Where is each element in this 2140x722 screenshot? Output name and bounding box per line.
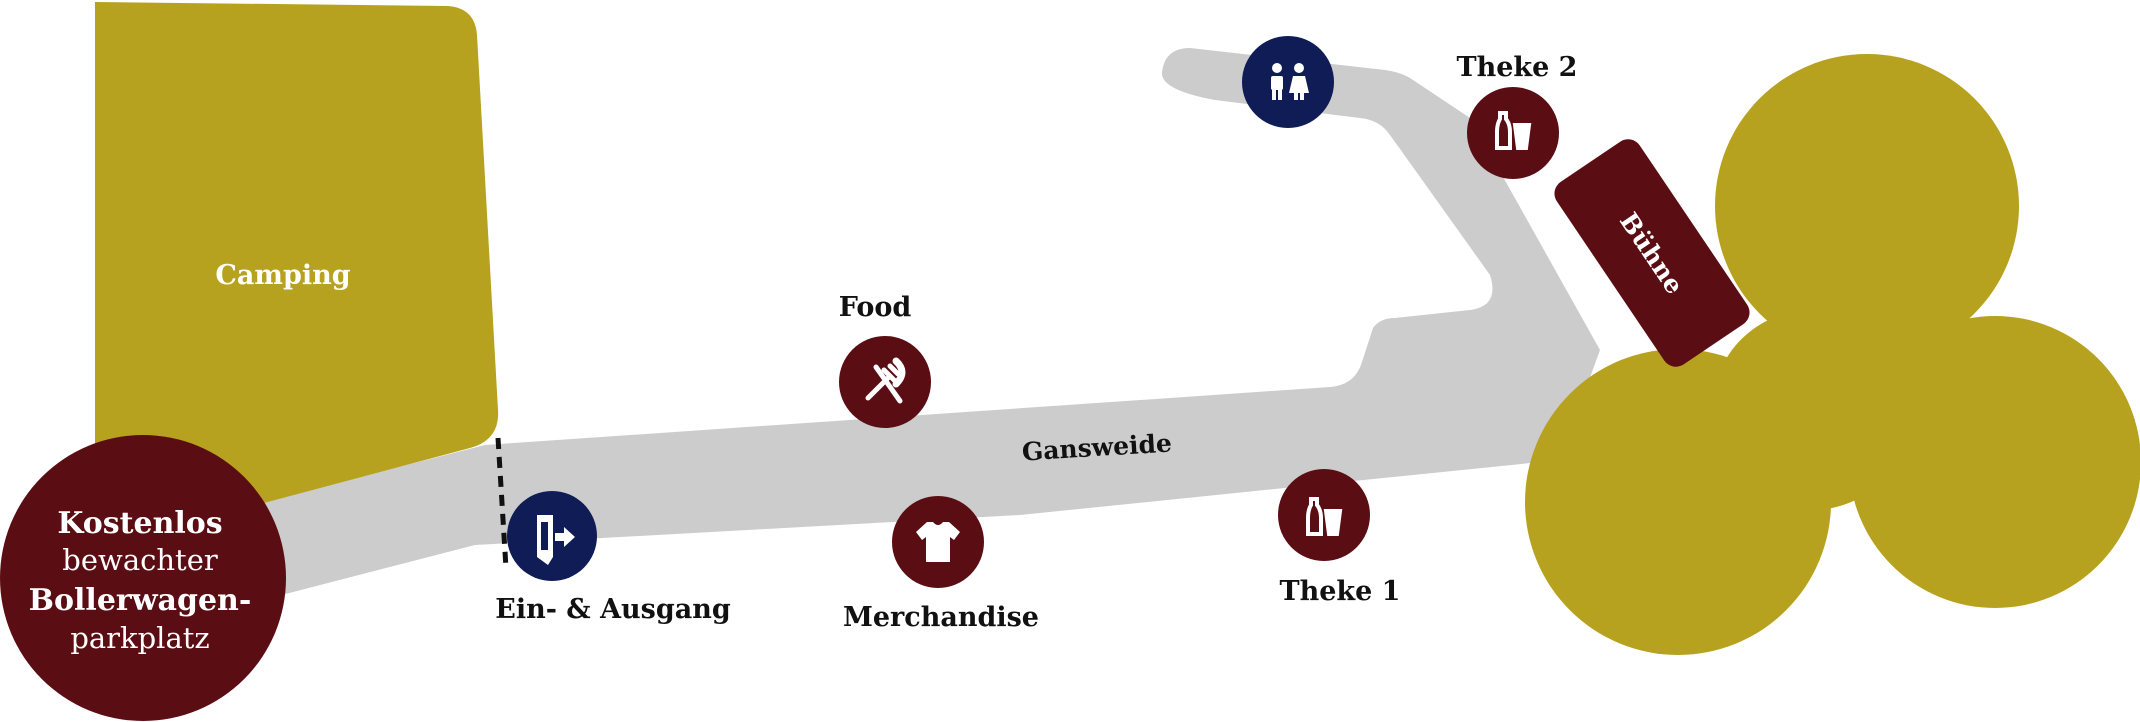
- bar-2-marker: [1467, 87, 1559, 179]
- bar-2-label: Theke 2: [1457, 52, 1578, 83]
- toilets-marker: [1242, 36, 1334, 128]
- stage-block: [1554, 139, 1750, 367]
- stage: Bühne: [1554, 139, 1750, 367]
- camping-area: [95, 2, 499, 548]
- bar-1-marker: [1278, 469, 1370, 561]
- parking-line-4: parkplatz: [70, 621, 209, 655]
- poi-bar-2: Theke 2: [1457, 52, 1578, 179]
- door-exit-icon: [537, 515, 575, 565]
- parking-line-1: Kostenlos: [57, 506, 222, 541]
- main-path: [250, 48, 1600, 598]
- entrance-label: Ein- & Ausgang: [495, 594, 731, 625]
- poi-bar-1: Theke 1: [1278, 469, 1400, 607]
- stage-circle-top: [1715, 54, 2019, 358]
- parking-area: Kostenlos bewachter Bollerwagen- parkpla…: [0, 435, 286, 721]
- bottle-cup-icon: [1495, 111, 1532, 150]
- camping-label: Camping: [215, 260, 350, 291]
- food-label: Food: [839, 292, 912, 323]
- bottle-cup-icon: [1306, 497, 1343, 536]
- poi-entrance: Ein- & Ausgang: [495, 491, 731, 625]
- poi-food: Food: [839, 292, 931, 428]
- parking-line-3: Bollerwagen-: [29, 583, 252, 618]
- poi-merch: Merchandise: [843, 496, 1039, 633]
- bar-1-label: Theke 1: [1280, 576, 1401, 607]
- stage-circle-left: [1525, 349, 1831, 655]
- entrance-gate-line: [495, 437, 509, 569]
- poi-toilets: [1242, 36, 1334, 128]
- parking-line-2: bewachter: [62, 543, 218, 577]
- tshirt-icon: [916, 522, 960, 562]
- upper-branch: [1400, 78, 1560, 320]
- fork-knife-icon: [865, 357, 906, 404]
- walkways: [250, 48, 1600, 598]
- merch-label: Merchandise: [843, 602, 1039, 633]
- stage-circle-right: [1849, 316, 2140, 608]
- stage-area: [1525, 54, 2140, 655]
- toilets-icon: [1271, 63, 1309, 100]
- parking-circle: [0, 435, 286, 721]
